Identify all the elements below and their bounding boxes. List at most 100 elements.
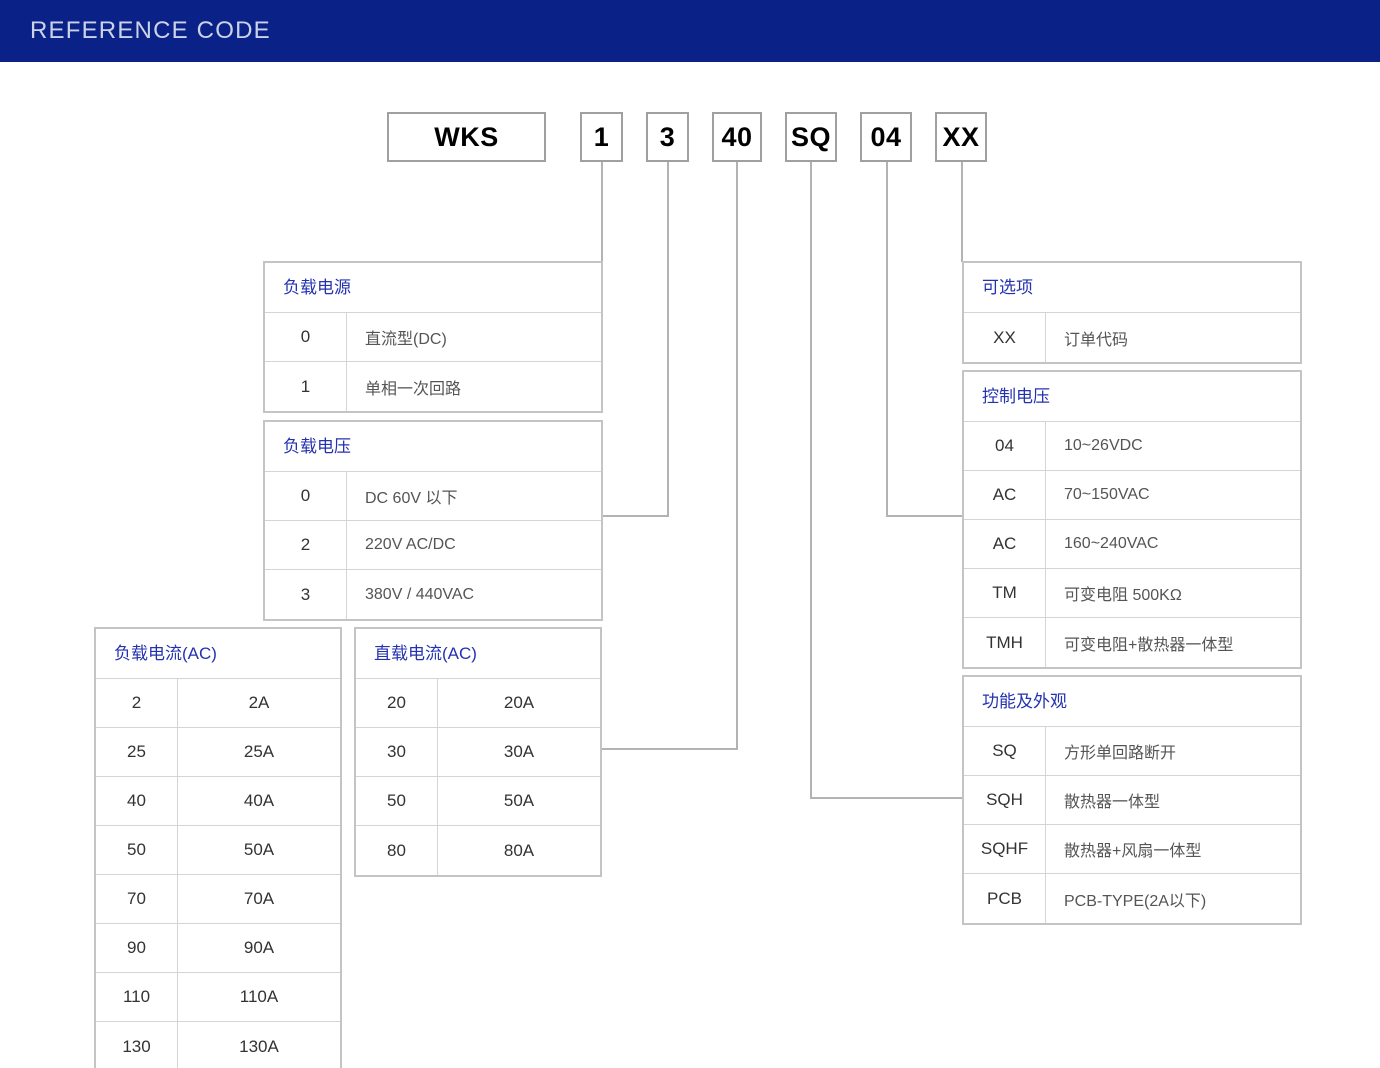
table-row: 40 40A — [96, 777, 340, 826]
table-row: 0 直流型(DC) — [265, 313, 601, 362]
table-row: 25 25A — [96, 728, 340, 777]
table-row: 50 50A — [96, 826, 340, 875]
table-direct-current-ac: 直载电流(AC) 20 20A 30 30A 50 50A 80 80A — [354, 627, 602, 877]
code-box-load-current-value: 40 — [721, 121, 753, 152]
connector-option — [961, 162, 963, 262]
table-load-current-ac: 负载电流(AC) 2 2A 25 25A 40 40A 50 50A 70 70… — [94, 627, 342, 1068]
cell-code: 90 — [96, 924, 178, 972]
code-box-option-value: XX — [942, 121, 980, 152]
table-load-voltage-title: 负载电压 — [265, 422, 601, 472]
connector-function-v — [810, 162, 812, 797]
connector-control-voltage-h — [886, 515, 962, 517]
page-header: REFERENCE CODE — [0, 0, 1380, 62]
cell-desc: 2A — [248, 693, 270, 712]
cell-code: SQHF — [964, 825, 1046, 873]
code-box-function-appearance[interactable]: SQ — [785, 112, 837, 162]
table-option-title: 可选项 — [964, 263, 1300, 313]
table-row: 30 30A — [356, 728, 600, 777]
connector-load-current-h — [601, 748, 738, 750]
cell-desc: 70~150VAC — [1064, 486, 1150, 503]
cell-desc: 散热器+风扇一体型 — [1064, 843, 1202, 860]
cell-code: TMH — [964, 618, 1046, 667]
code-box-series[interactable]: WKS — [387, 112, 546, 162]
table-row: 70 70A — [96, 875, 340, 924]
table-load-power-title: 负载电源 — [265, 263, 601, 313]
table-row: 3 380V / 440VAC — [265, 570, 601, 619]
cell-code: 25 — [96, 728, 178, 776]
table-row: SQ 方形单回路断开 — [964, 727, 1300, 776]
table-row: 110 110A — [96, 973, 340, 1022]
cell-code: 0 — [265, 472, 347, 520]
table-row: 1 单相一次回路 — [265, 362, 601, 411]
cell-code: 50 — [356, 777, 438, 825]
table-direct-current-ac-title: 直载电流(AC) — [356, 629, 600, 679]
table-row: 2 2A — [96, 679, 340, 728]
cell-desc: 30A — [503, 742, 535, 761]
code-box-control-voltage-value: 04 — [870, 121, 902, 152]
code-box-load-current[interactable]: 40 — [712, 112, 762, 162]
code-box-control-voltage[interactable]: 04 — [860, 112, 912, 162]
cell-desc: 70A — [243, 889, 275, 908]
cell-desc: DC 60V 以下 — [365, 490, 458, 507]
table-row: SQH 散热器一体型 — [964, 776, 1300, 825]
cell-desc: 40A — [243, 791, 275, 810]
cell-desc: 订单代码 — [1064, 331, 1129, 349]
table-row: AC 160~240VAC — [964, 520, 1300, 569]
cell-code: 40 — [96, 777, 178, 825]
cell-code: AC — [964, 520, 1046, 568]
connector-load-power — [601, 162, 603, 262]
cell-code: 20 — [356, 679, 438, 727]
code-box-load-power[interactable]: 1 — [580, 112, 623, 162]
cell-code: 2 — [96, 679, 178, 727]
cell-desc: 160~240VAC — [1064, 535, 1159, 552]
cell-desc: 90A — [243, 938, 275, 957]
table-row: TM 可变电阻 500KΩ — [964, 569, 1300, 618]
code-box-load-voltage[interactable]: 3 — [646, 112, 689, 162]
cell-desc: 80A — [503, 840, 535, 860]
cell-desc: PCB-TYPE(2A以下) — [1064, 892, 1207, 910]
cell-code: TM — [964, 569, 1046, 617]
cell-code: 130 — [96, 1022, 178, 1068]
cell-desc: 110A — [239, 987, 279, 1006]
code-box-function-appearance-value: SQ — [790, 121, 831, 152]
cell-code: 30 — [356, 728, 438, 776]
cell-desc: 单相一次回路 — [365, 380, 462, 398]
connector-load-current-v — [736, 162, 738, 748]
cell-desc: 50A — [503, 791, 535, 810]
connector-load-voltage-h — [601, 515, 669, 517]
table-control-voltage: 控制电压 04 10~26VDC AC 70~150VAC AC 160~240… — [962, 370, 1302, 669]
cell-desc: 10~26VDC — [1064, 437, 1143, 454]
cell-code: SQH — [964, 776, 1046, 824]
table-row: TMH 可变电阻+散热器一体型 — [964, 618, 1300, 667]
page-title: REFERENCE CODE — [30, 17, 271, 44]
cell-code: 1 — [265, 362, 347, 411]
cell-desc: 散热器一体型 — [1064, 794, 1161, 811]
table-function-appearance-title: 功能及外观 — [964, 677, 1300, 727]
cell-code: 80 — [356, 826, 438, 875]
cell-code: 3 — [265, 570, 347, 619]
cell-code: 2 — [265, 521, 347, 569]
table-load-voltage: 负载电压 0 DC 60V 以下 2 220V AC/DC 3 380V / 4… — [263, 420, 603, 621]
cell-desc: 20A — [503, 693, 535, 712]
cell-code: 04 — [964, 422, 1046, 470]
table-row: SQHF 散热器+风扇一体型 — [964, 825, 1300, 874]
table-control-voltage-title: 控制电压 — [964, 372, 1300, 422]
code-box-option[interactable]: XX — [935, 112, 987, 162]
connector-control-voltage-v — [886, 162, 888, 515]
cell-desc: 50A — [243, 840, 275, 859]
table-function-appearance: 功能及外观 SQ 方形单回路断开 SQH 散热器一体型 SQHF 散热器+风扇一… — [962, 675, 1302, 925]
table-row: 04 10~26VDC — [964, 422, 1300, 471]
table-load-current-ac-title: 负载电流(AC) — [96, 629, 340, 679]
cell-code: 50 — [96, 826, 178, 874]
table-option: 可选项 XX 订单代码 — [962, 261, 1302, 364]
table-row: 20 20A — [356, 679, 600, 728]
cell-code: SQ — [964, 727, 1046, 775]
table-row: 90 90A — [96, 924, 340, 973]
table-row: PCB PCB-TYPE(2A以下) — [964, 874, 1300, 923]
connector-load-voltage-v — [667, 162, 669, 515]
cell-desc: 380V / 440VAC — [365, 585, 475, 603]
code-box-series-value: WKS — [434, 121, 499, 152]
cell-desc: 可变电阻 500KΩ — [1064, 587, 1182, 604]
table-row: 0 DC 60V 以下 — [265, 472, 601, 521]
cell-code: AC — [964, 471, 1046, 519]
